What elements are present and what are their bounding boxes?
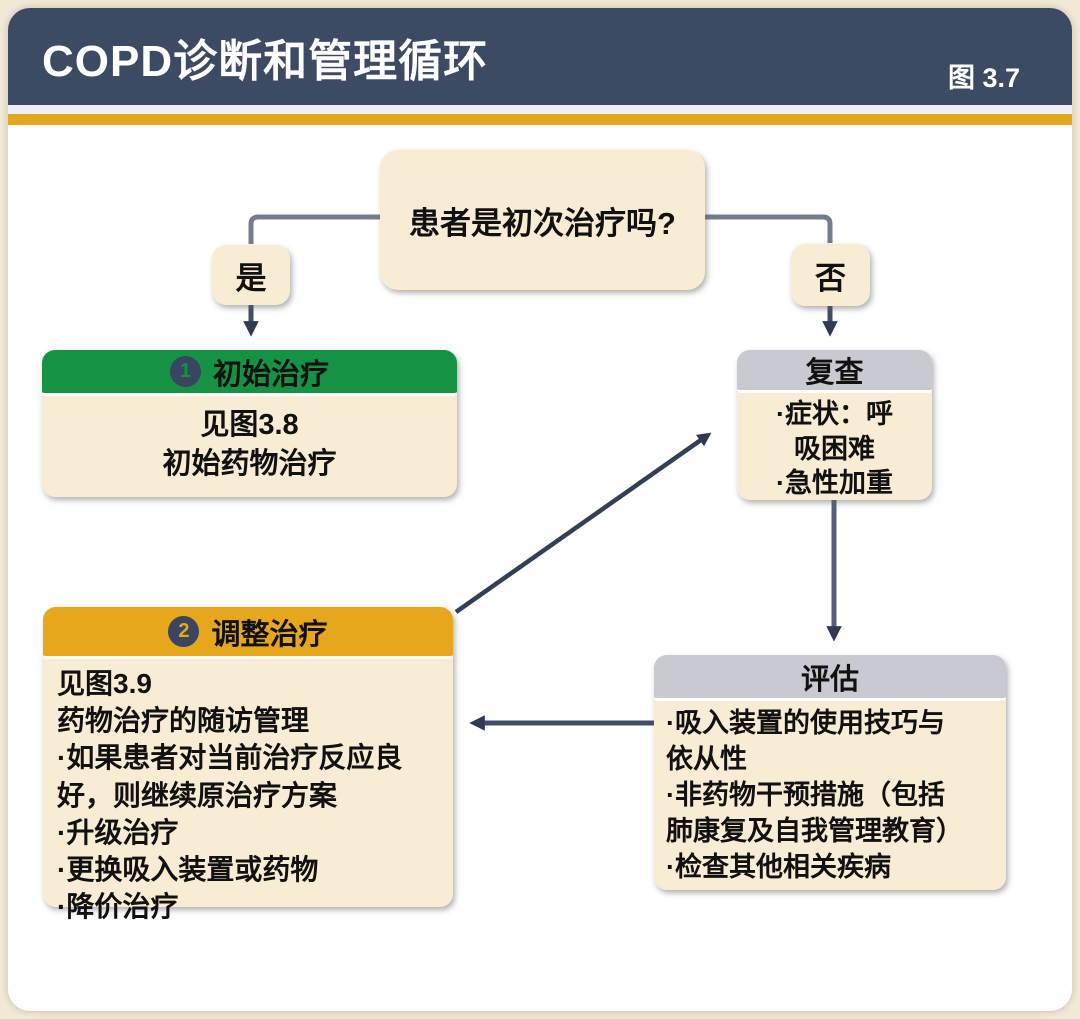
elbow-yes-connector (248, 214, 380, 244)
arrow-adjust-to-review (454, 432, 712, 614)
assess-body: ·吸入装置的使用技巧与 依从性 ·非药物干预措施（包括 肺康复及自我管理教育） … (666, 708, 963, 882)
page-title: COPD诊断和管理循环 (42, 36, 489, 86)
divider-light (8, 105, 1072, 114)
initial-treatment-title: 初始治疗 (212, 358, 329, 391)
assess-header: 评估 (654, 655, 1006, 701)
yes-node: 是 (212, 245, 290, 305)
assess-title: 评估 (800, 663, 859, 696)
no-label: 否 (815, 260, 846, 296)
adjust-treatment-body: 见图3.9 药物治疗的随访管理 ·如果患者对当前治疗反应良 好，则继续原治疗方案… (57, 668, 403, 923)
no-node: 否 (791, 244, 870, 306)
step-1-badge-icon: 1 (169, 356, 201, 387)
review-body: ·症状：呼 吸困难 ·急性加重 (776, 399, 893, 499)
review-node: 复查 ·症状：呼 吸困难 ·急性加重 (737, 350, 932, 500)
adjust-treatment-title: 调整治疗 (211, 618, 328, 651)
question-node: 患者是初次治疗吗? (380, 150, 705, 290)
elbow-no-connector (705, 214, 833, 243)
figure-number-label: 图 3.7 (947, 63, 1020, 93)
initial-treatment-header: 1 初始治疗 (42, 350, 457, 396)
title-bar: COPD诊断和管理循环 图 3.7 (8, 8, 1072, 105)
review-title: 复查 (805, 357, 864, 389)
adjust-treatment-header: 2 调整治疗 (43, 607, 453, 659)
step-2-badge-icon: 2 (168, 616, 200, 647)
assess-node: 评估 ·吸入装置的使用技巧与 依从性 ·非药物干预措施（包括 肺康复及自我管理教… (654, 655, 1006, 890)
question-text: 患者是初次治疗吗? (409, 205, 676, 241)
initial-treatment-body: 见图3.8 初始药物治疗 (162, 408, 337, 480)
initial-treatment-node: 1 初始治疗 见图3.8 初始药物治疗 (42, 350, 457, 497)
yes-label: 是 (235, 260, 267, 296)
adjust-treatment-node: 2 调整治疗 见图3.9 药物治疗的随访管理 ·如果患者对当前治疗反应良 好，则… (43, 607, 453, 922)
review-header: 复查 (737, 350, 932, 393)
divider-gold (8, 114, 1072, 125)
